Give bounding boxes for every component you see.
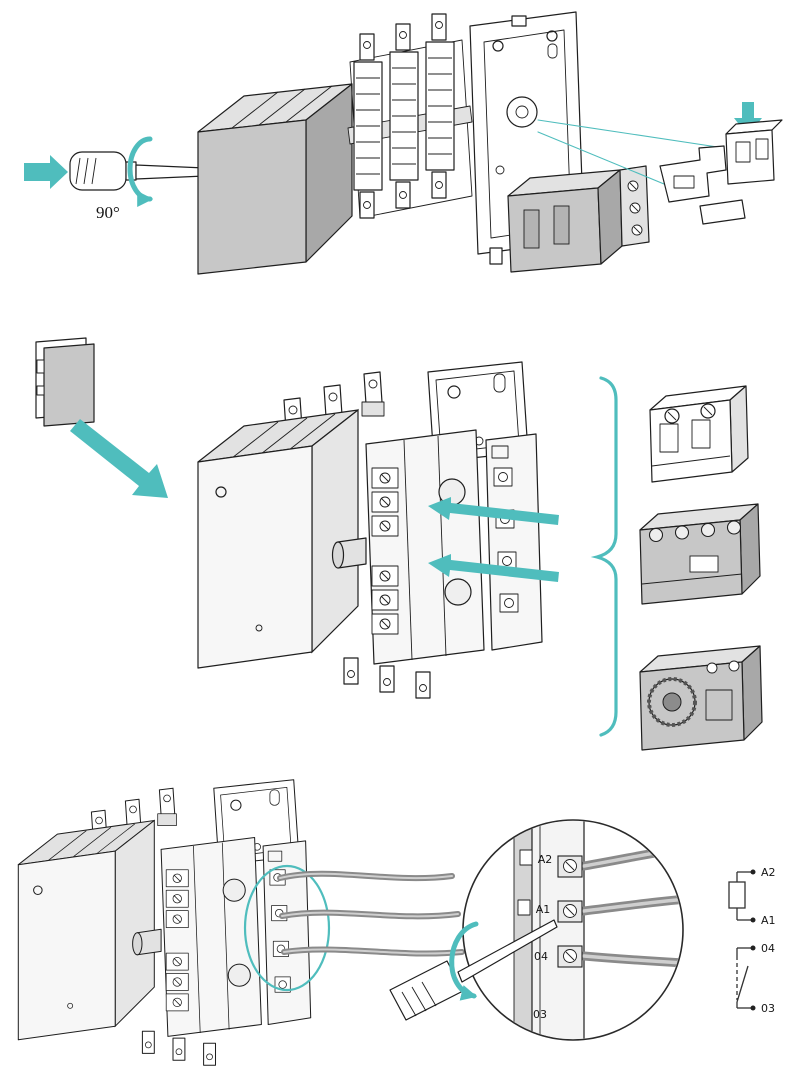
coil-circuit-schematic: A2 A1 04 03 [728,866,776,1015]
wiring-view: A2 A1 04 03 [17,779,776,1066]
terminal-highlight-circle [243,864,331,992]
leader-lines [537,119,725,185]
terminal-label-a2: A2 [538,853,553,866]
push-arrow-icon [24,155,68,189]
press-down-arrow-icon [734,102,762,136]
snap-on-arrows [428,497,559,582]
aux-contact-block-small [649,385,749,483]
schematic-label-a1: A1 [761,914,776,927]
contact-carrier [347,13,473,219]
terminal-label-03: 03 [533,1008,547,1021]
contactor-body [197,361,543,699]
accessory-mounting-view [35,337,763,751]
arc-chute-cover [197,83,353,275]
coil-wires [277,870,465,957]
schematic-label-a2: A2 [761,866,776,879]
wired-contactor [17,779,312,1066]
insert-arrow-icon [70,419,168,498]
spacer-plate [35,337,95,427]
exploded-assembly-view: 90° [24,11,783,275]
terminal-screwdriver [389,919,558,1021]
rotation-angle-label: 90° [96,203,120,222]
terminal-label-04: 04 [534,950,548,963]
terminal-label-a1: A1 [536,903,551,916]
magnified-terminal-view: A2 A1 04 03 [462,819,684,1041]
schematic-label-04: 04 [761,942,775,955]
tighten-arrow-icon [449,921,479,1001]
options-brace [590,376,618,737]
coil-clip-accessory [659,102,783,225]
aux-contact-block-4pole [639,503,761,605]
schematic-label-03: 03 [761,1002,775,1015]
rotate-arrow-icon [127,136,154,207]
coil-module [507,165,650,273]
magnified-wires [579,841,682,969]
timer-module [639,645,763,751]
